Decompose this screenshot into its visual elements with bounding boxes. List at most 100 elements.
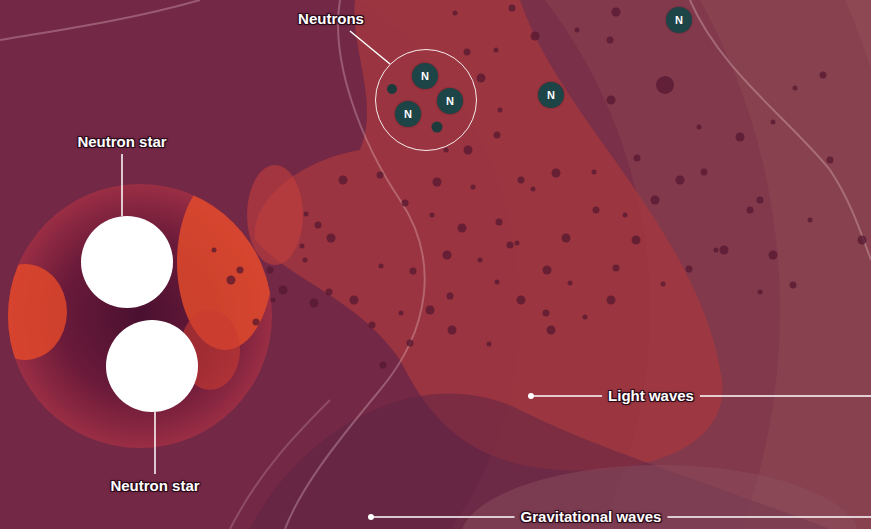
particle — [531, 32, 540, 41]
particle — [267, 267, 274, 274]
particle — [402, 200, 409, 207]
particle — [471, 185, 476, 190]
particle — [507, 242, 514, 249]
neutron-star-disc — [81, 216, 173, 308]
particle — [487, 342, 492, 347]
leader-line — [667, 516, 871, 518]
particle — [769, 251, 778, 260]
leader-dot — [368, 514, 374, 520]
particle — [701, 169, 708, 176]
particle — [858, 236, 867, 245]
particle — [552, 169, 561, 178]
neutron-letter: N — [395, 108, 421, 120]
particle — [568, 281, 573, 286]
particle — [771, 120, 776, 125]
wave-label: Gravitational waves — [521, 508, 662, 526]
particle — [612, 8, 621, 17]
particle — [432, 122, 443, 133]
particle — [377, 172, 384, 179]
particle — [271, 298, 276, 303]
particle — [237, 267, 244, 274]
particle — [498, 108, 503, 113]
particle — [820, 72, 827, 79]
particle — [793, 86, 798, 91]
particle — [697, 125, 702, 130]
particle — [651, 196, 660, 205]
particle — [477, 74, 486, 83]
leader-line — [371, 516, 515, 518]
neutron-letter: N — [666, 14, 692, 26]
particle — [518, 177, 525, 184]
neutron-star-label: Neutron star — [110, 477, 199, 495]
particle — [399, 311, 404, 316]
particle — [747, 207, 754, 214]
leader-line — [350, 31, 390, 64]
particle — [444, 148, 449, 153]
particle — [656, 76, 674, 94]
particle — [212, 248, 217, 253]
particle — [350, 296, 359, 305]
glow-flare — [0, 264, 67, 360]
particle — [632, 236, 641, 245]
particle — [613, 265, 620, 272]
particle — [517, 296, 526, 305]
particle — [303, 258, 308, 263]
particle — [387, 84, 397, 94]
gravitational-wave-region — [460, 465, 860, 529]
neutron-group-label: Neutrons — [298, 10, 364, 28]
particle — [827, 157, 834, 164]
particle — [430, 213, 435, 218]
particle — [515, 241, 520, 246]
neutron-letter: N — [538, 89, 564, 101]
glow-flare — [247, 165, 303, 265]
particle — [453, 11, 458, 16]
leader-line — [700, 395, 871, 397]
particle — [808, 218, 813, 223]
particle — [592, 170, 597, 175]
particle — [478, 258, 483, 263]
particle — [790, 282, 797, 289]
leader-line — [154, 412, 156, 474]
particle — [369, 322, 376, 329]
particle — [407, 340, 414, 347]
neutron-star-shape — [106, 320, 198, 412]
particle — [607, 37, 614, 44]
particle — [720, 246, 729, 255]
particle — [714, 248, 719, 253]
particle — [661, 282, 666, 287]
particle — [410, 268, 417, 275]
particle — [575, 28, 580, 33]
particle — [464, 49, 471, 56]
particle — [607, 96, 616, 105]
particle — [758, 290, 763, 295]
neutron-star-shape — [81, 216, 173, 308]
particle — [326, 289, 333, 296]
particle — [736, 133, 745, 142]
neutron-star-disc — [106, 320, 198, 412]
neutron-letter: N — [412, 70, 438, 82]
particle — [634, 155, 641, 162]
neutron-ball: N — [666, 7, 692, 33]
particle — [300, 244, 305, 249]
neutron-star: Neutron star — [106, 320, 198, 412]
particle — [310, 299, 319, 308]
particle — [531, 187, 536, 192]
neutron-ball: N — [395, 101, 421, 127]
particle — [433, 178, 442, 187]
particle — [494, 48, 499, 53]
neutron-ball: N — [538, 82, 564, 108]
particle — [686, 266, 693, 273]
wave-line — [690, 0, 871, 260]
neutron-star: Neutron star — [81, 216, 173, 308]
particle — [757, 197, 764, 204]
leader-dot — [528, 393, 534, 399]
wave-line — [285, 0, 425, 529]
particle — [593, 207, 600, 214]
particle — [562, 234, 571, 243]
particle — [495, 280, 500, 285]
leader-line — [531, 395, 602, 397]
particle — [494, 132, 501, 139]
particle — [543, 266, 552, 275]
